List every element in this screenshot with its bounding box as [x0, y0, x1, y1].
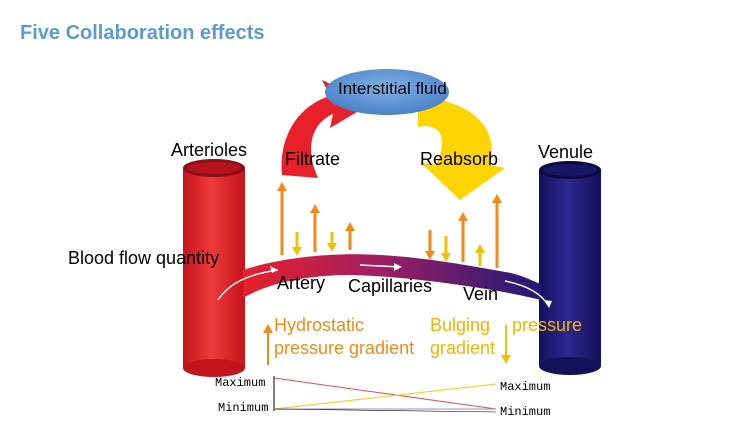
reabsorb-label: Reabsorb: [420, 149, 499, 169]
capillary-tube: [243, 254, 541, 300]
flow-arrowhead-out: [544, 300, 552, 308]
venule-label: Venule: [538, 142, 594, 162]
vein-label: Vein: [463, 284, 499, 304]
interstitial-fluid-ellipse: [325, 69, 449, 115]
bulging-pressure-label: pressure: [512, 315, 583, 335]
interstitial-fluid-label: Interstitial fluid: [338, 79, 447, 98]
hydrostatic-label: Hydrostatic: [274, 315, 365, 335]
bulging-gradient-arrowhead: [501, 355, 511, 364]
gradient-scale: [273, 376, 497, 413]
reabsorb-arrow: [418, 97, 505, 200]
hydrostatic-gradient-arrowhead: [263, 324, 273, 333]
outward-pressure-arrows: [277, 182, 502, 268]
filtrate-label: Filtrate: [285, 149, 341, 169]
blood-flow-quantity-label: Blood flow quantity: [68, 248, 220, 268]
arteriole-vessel: [183, 159, 245, 377]
flow-arrowhead-mid: [394, 263, 402, 271]
arterioles-label: Arterioles: [171, 140, 248, 160]
flow-arrow-mid: [359, 264, 401, 268]
right-minimum-label: Minimum: [500, 405, 551, 419]
capillaries-label: Capillaries: [348, 276, 433, 296]
artery-label: Artery: [277, 273, 326, 293]
left-minimum-label: Minimum: [218, 401, 269, 415]
flow-arrow-in: [217, 269, 279, 301]
left-maximum-label: Maximum: [215, 376, 266, 390]
inward-pressure-arrows: [292, 230, 485, 266]
flow-arrowhead-in: [270, 266, 278, 273]
right-maximum-label: Maximum: [500, 380, 551, 394]
pressure-gradient-label: pressure gradient: [274, 338, 415, 358]
bulging-label: Bulging: [430, 315, 491, 335]
venule-vessel: [539, 161, 601, 375]
bulging-gradient-label: gradient: [430, 338, 496, 358]
page-title: Five Collaboration effects: [20, 22, 265, 44]
